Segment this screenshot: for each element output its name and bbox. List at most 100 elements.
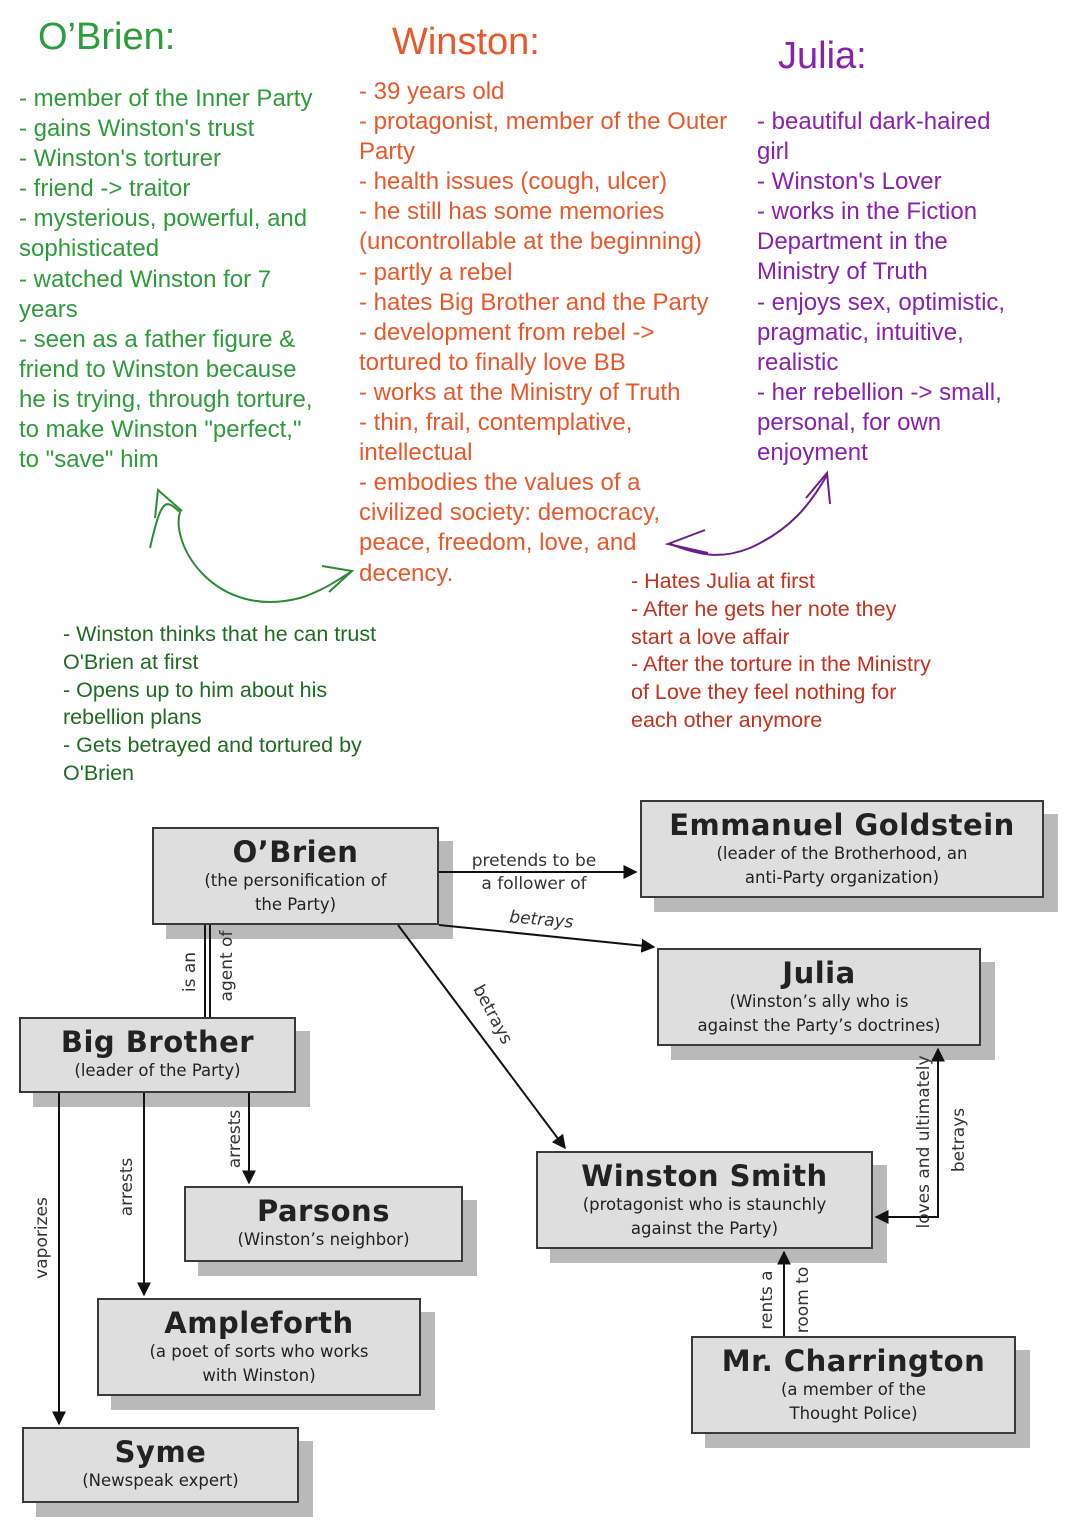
edge-label-arrests-ampleforth: arrests [117,1158,137,1217]
obrien-note-line: - watched Winston for 7 [19,265,272,293]
node-description: (protagonist who is staunchly against th… [538,1193,871,1241]
julia-heading: Julia: [778,35,867,77]
winston-note-line: decency. [359,559,454,587]
node-name: Syme [114,1435,207,1469]
winston-note-line: - protagonist, member of the Outer [359,108,728,136]
node-description: (Winston’s neighbor) [186,1228,461,1252]
obrien-note-line: friend to Winston because [19,355,297,383]
obrien-note-line: - seen as a father figure & [19,325,296,353]
obrien-note-line: - gains Winston's trust [19,115,255,143]
node-ampleforth: Ampleforth (a poet of sorts who works wi… [97,1298,421,1396]
relation-note-line: start a love affair [631,624,790,649]
edge-label-rents-a: rents a [757,1270,777,1329]
relation-note-line: each other anymore [631,707,823,732]
node-obrien: O’Brien (the personification of the Part… [152,827,439,925]
edge-winston-julia [874,1047,945,1224]
edge-label-arrests-parsons: arrests [225,1110,245,1169]
obrien-note-line: he is trying, through torture, [19,385,313,413]
julia-note-line: enjoyment [757,439,868,467]
edge-obrien-julia [438,924,656,953]
obrien-note-line: to make Winston "perfect," [19,416,302,444]
node-desc-line: against the Party’s doctrines) [697,1016,941,1035]
node-name: Winston Smith [581,1159,828,1193]
julia-note-line: personal, for own [757,408,942,436]
node-desc-line: (Newspeak expert) [82,1471,239,1490]
node-description: (leader of the Party) [21,1059,294,1083]
edge-label-betrays-winston: betrays [469,982,517,1048]
obrien-note-line: to "save" him [19,446,159,474]
winston-note-line: (uncontrollable at the beginning) [359,228,702,256]
julia-note-line: Ministry of Truth [757,258,928,286]
winston-note-line: - works at the Ministry of Truth [359,378,681,406]
winston-note-line: - hates Big Brother and the Party [359,288,709,316]
node-description: (the personification of the Party) [154,869,437,917]
julia-note-line: - enjoys sex, optimistic, [757,288,1006,316]
node-charrington: Mr. Charrington (a member of the Thought… [691,1336,1016,1434]
node-description: (leader of the Brotherhood, an anti-Part… [642,842,1042,890]
node-desc-line: (protagonist who is staunchly [582,1195,827,1214]
node-description: (Newspeak expert) [24,1469,297,1493]
node-desc-line: the Party) [254,895,337,914]
winston-note-line: peace, freedom, love, and [359,529,637,557]
edge-label-is-an: is an [180,952,200,992]
julia-note-line: pragmatic, intuitive, [757,318,964,346]
winston-obrien-relation-notes: - Winston thinks that he can trust O'Bri… [63,621,376,788]
winston-note-line: - development from rebel -> [359,318,655,346]
node-julia: Julia (Winston’s ally who is against the… [657,948,981,1046]
edge-label-loves: loves and ultimately [914,1055,934,1228]
node-name: O’Brien [232,835,359,869]
node-goldstein: Emmanuel Goldstein (leader of the Brothe… [640,800,1044,898]
obrien-note-line: years [19,295,78,323]
edge-obrien-winston [397,924,566,1150]
node-desc-line: Thought Police) [789,1404,918,1423]
edge-label-vaporizes: vaporizes [32,1197,52,1279]
winston-note-line: - he still has some memories [359,198,665,226]
obrien-note-line: - friend -> traitor [19,175,191,203]
julia-note-line: - beautiful dark-haired [757,108,991,135]
relation-note-line: - After he gets her note they [631,596,897,621]
node-winston: Winston Smith (protagonist who is staunc… [536,1151,873,1249]
obrien-note-line: sophisticated [19,235,160,263]
handdrawn-arrow-julia-winston [669,474,828,556]
winston-note-line: - 39 years old [359,78,505,105]
node-description: (a member of the Thought Police) [693,1378,1014,1426]
julia-note-line: Department in the [757,228,948,256]
node-name: Mr. Charrington [721,1344,986,1378]
node-name: Big Brother [60,1025,255,1059]
edge-label-room-to: room to [793,1267,813,1333]
winston-note-line: civilized society: democracy, [359,499,660,527]
node-desc-line: against the Party) [630,1219,779,1238]
node-name: Julia [782,956,856,990]
node-desc-line: (Winston’s ally who is [729,992,909,1011]
node-description: (Winston’s ally who is against the Party… [659,990,979,1038]
julia-note-line: realistic [757,348,839,376]
relation-note-line: rebellion plans [63,705,202,730]
winston-note-line: Party [359,138,416,166]
relation-note-line: - After the torture in the Ministry [631,652,931,677]
node-desc-line: (leader of the Brotherhood, an [716,844,968,863]
relation-note-line: - Hates Julia at first [631,569,815,593]
obrien-note-line: - member of the Inner Party [19,85,313,112]
winston-note-line: - thin, frail, contemplative, [359,409,633,437]
winston-note-line: - partly a rebel [359,258,513,286]
obrien-note-line: - Winston's torturer [19,145,221,173]
relation-note-line: O'Brien at first [63,649,199,674]
edge-label-pretends: a follower of [481,874,587,894]
node-desc-line: with Winston) [202,1366,316,1385]
winston-heading: Winston: [392,21,540,63]
edge-label-agent-of: agent of [217,930,237,1002]
node-name: Emmanuel Goldstein [669,808,1015,842]
node-bigbrother: Big Brother (leader of the Party) [19,1017,296,1093]
node-parsons: Parsons (Winston’s neighbor) [184,1186,463,1262]
edge-label-pretends: pretends to be [472,851,597,871]
relation-note-line: - Winston thinks that he can trust [63,622,377,646]
winston-note-line: - embodies the values of a [359,469,641,497]
relation-note-line: of Love they feel nothing for [631,680,897,705]
winston-notes: - 39 years old - protagonist, member of … [359,77,727,589]
node-desc-line: (leader of the Party) [74,1061,241,1080]
julia-note-line: - Winston's Lover [757,168,942,196]
julia-note-line: - her rebellion -> small, [757,378,1002,406]
obrien-note-line: - mysterious, powerful, and [19,205,308,233]
winston-note-line: intellectual [359,439,473,467]
